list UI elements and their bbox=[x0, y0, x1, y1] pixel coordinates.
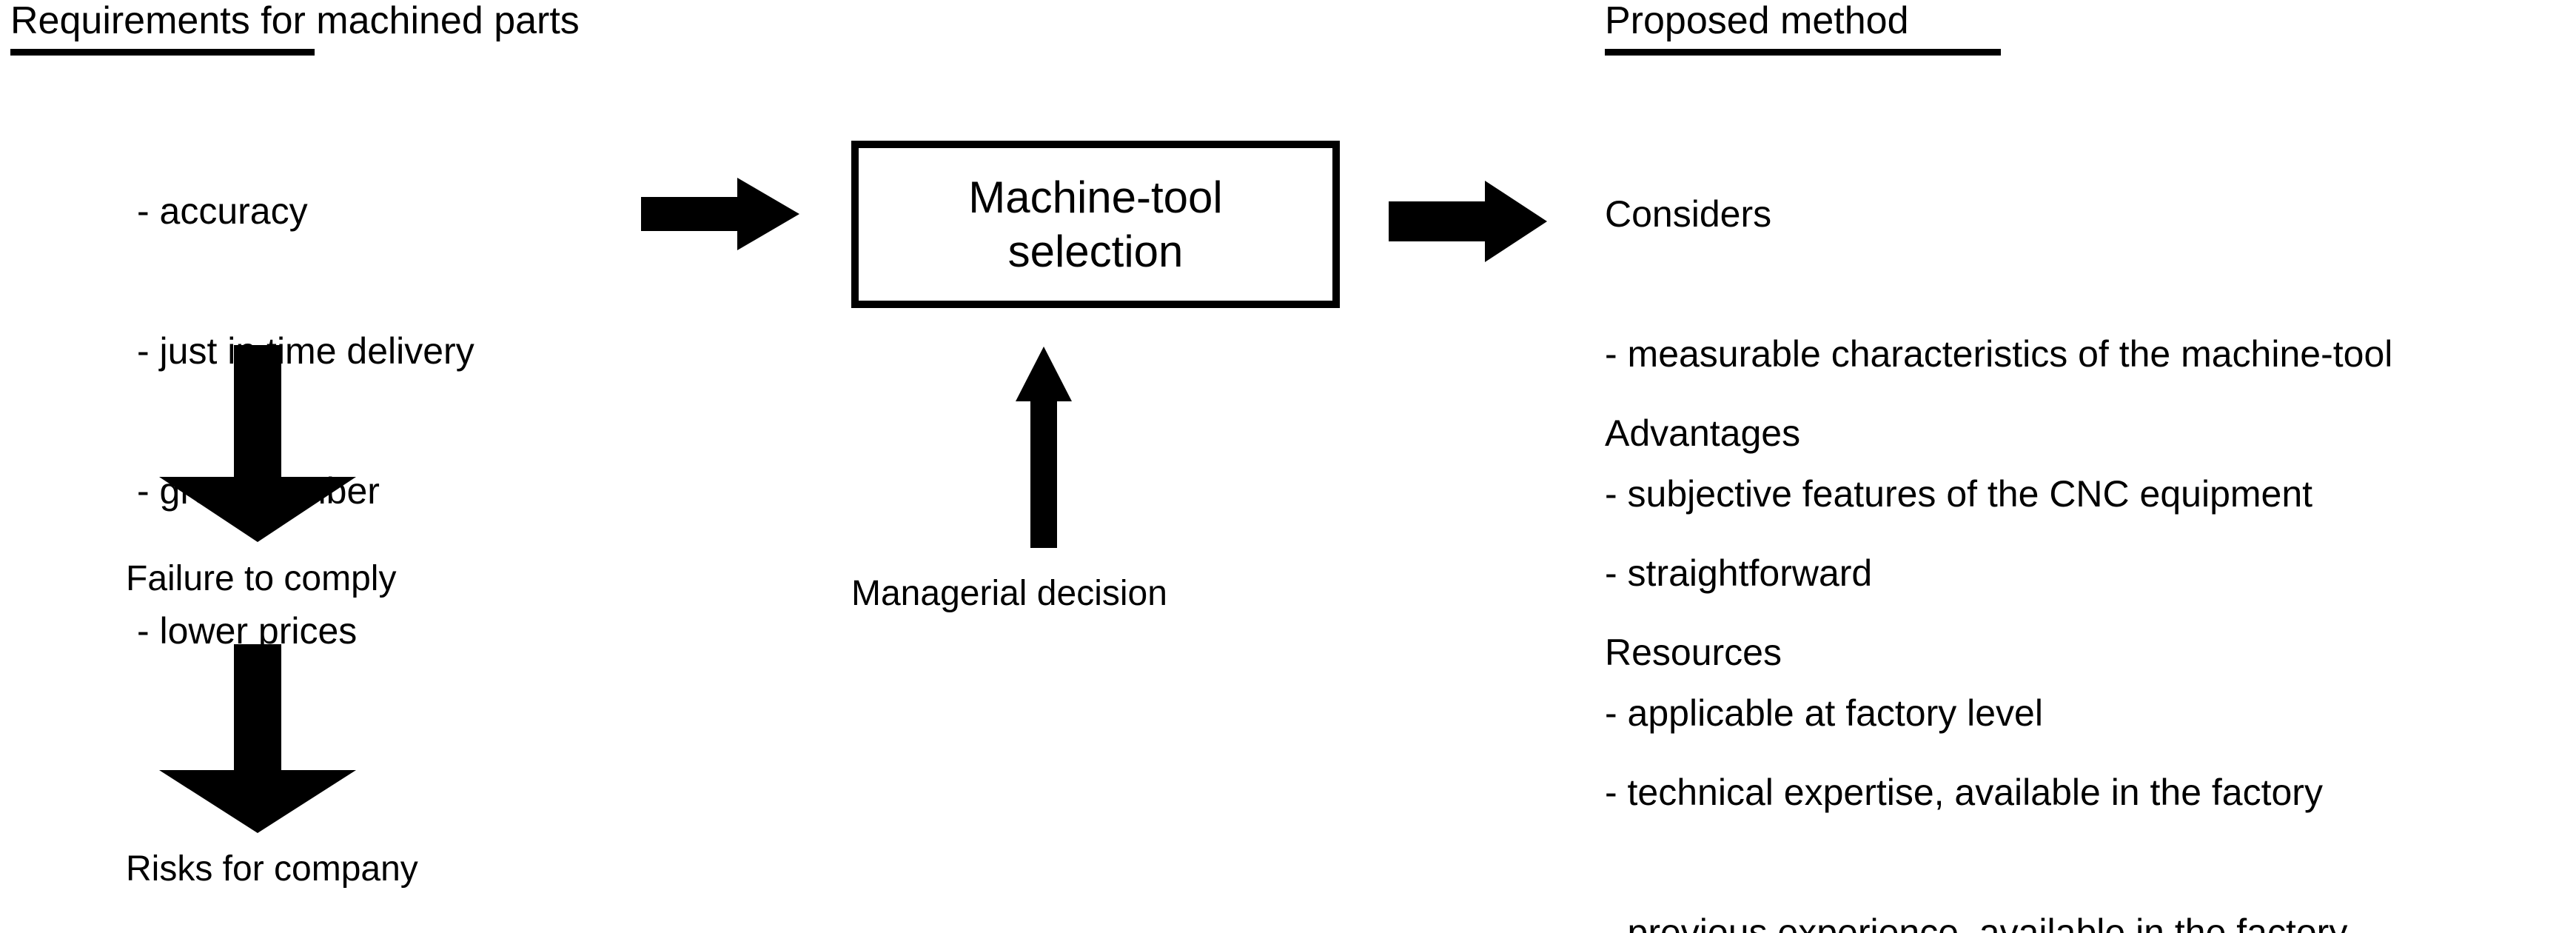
considers-group: Considers - measurable characteristics o… bbox=[1605, 98, 2392, 611]
requirements-heading-underline bbox=[10, 49, 315, 56]
resources-title: Resources bbox=[1605, 632, 1782, 673]
box-line-1: Machine-tool bbox=[968, 172, 1223, 222]
considers-item: - measurable characteristics of the mach… bbox=[1605, 333, 2393, 375]
resources-group: Resources - technical expertise, availab… bbox=[1605, 536, 2347, 933]
requirement-item: - lower prices bbox=[137, 610, 358, 652]
considers-item: - subjective features of the CNC equipme… bbox=[1605, 473, 2313, 515]
managerial-decision-label: Managerial decision bbox=[851, 574, 1167, 613]
machine-tool-selection-box-text: Machine-tool selection bbox=[968, 170, 1223, 278]
proposed-method-heading: Proposed method bbox=[1605, 0, 1909, 42]
considers-title: Considers bbox=[1605, 193, 1772, 235]
failure-to-comply-label: Failure to comply bbox=[126, 559, 397, 598]
advantages-item: - applicable at factory level bbox=[1605, 692, 2043, 734]
arrow-up-icon-decision-to-selection bbox=[1016, 347, 1072, 548]
advantages-title: Advantages bbox=[1605, 412, 1801, 454]
advantages-item: - straightforward bbox=[1605, 552, 1873, 594]
requirements-heading: Requirements for machined parts bbox=[10, 0, 580, 42]
resources-item: - technical expertise, available in the … bbox=[1605, 772, 2323, 813]
arrow-down-icon-failure-to-risks bbox=[159, 644, 356, 833]
arrow-right-icon-selection-to-method bbox=[1389, 181, 1547, 262]
proposed-method-heading-underline bbox=[1605, 49, 2001, 56]
box-line-2: selection bbox=[1007, 227, 1184, 276]
arrow-right-icon-requirements-to-selection bbox=[641, 178, 799, 250]
requirement-item: - accuracy bbox=[137, 190, 308, 232]
risks-for-company-label: Risks for company bbox=[126, 849, 418, 889]
resources-item: - previous experience, available in the … bbox=[1605, 912, 2348, 933]
machine-tool-selection-box[interactable]: Machine-tool selection bbox=[851, 141, 1340, 308]
arrow-down-icon-requirements-to-failure bbox=[159, 345, 356, 542]
advantages-group: Advantages - straightforward - applicabl… bbox=[1605, 317, 2043, 830]
